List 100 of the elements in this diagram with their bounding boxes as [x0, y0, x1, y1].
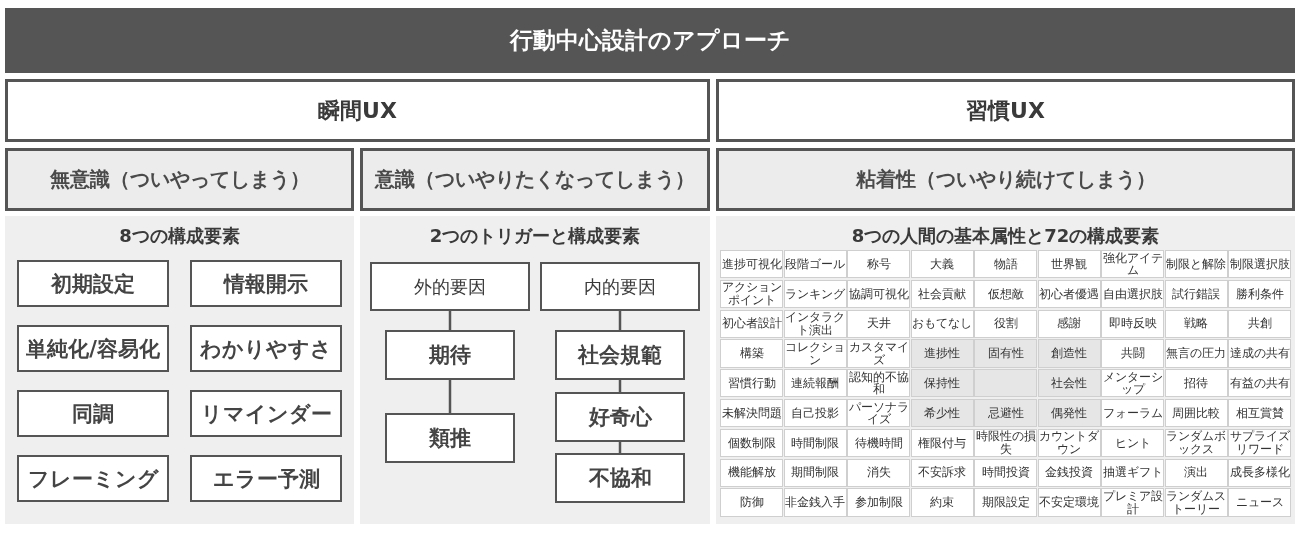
- element-cell: 非金銭入手: [783, 488, 847, 517]
- element-cell: メンターシップ: [1101, 369, 1164, 398]
- element-cell: 初心者優遇: [1037, 279, 1101, 309]
- element-cell: ニュース: [1228, 488, 1291, 517]
- element-cell: 約束: [910, 488, 974, 517]
- panel-heading: 8つの人間の基本属性と72の構成要素: [851, 225, 1160, 247]
- element-cell: 世界観: [1037, 250, 1101, 279]
- connector-line: [448, 311, 452, 330]
- element-cell: 進捗可視化: [720, 250, 783, 279]
- element-cell: 演出: [1164, 458, 1228, 487]
- element-cell: 共闘: [1101, 339, 1164, 368]
- element-box: 単純化/容易化: [17, 325, 169, 372]
- element-cell: 天井: [847, 309, 910, 338]
- element-cell: サプライズリワード: [1228, 428, 1291, 458]
- element-cell: カウントダウン: [1037, 428, 1101, 458]
- panel-heading: 8つの構成要素: [119, 225, 240, 247]
- element-cell: インタラクト演出: [783, 309, 847, 338]
- attribute-cell: 固有性: [974, 339, 1037, 368]
- element-cell: ランキング: [783, 279, 847, 309]
- element-cell: 戦略: [1164, 309, 1228, 338]
- factor-box: 内的要因: [540, 262, 700, 311]
- element-box: 社会規範: [555, 330, 685, 380]
- element-cell: フォーラム: [1101, 399, 1164, 428]
- element-cell: 自由選択肢: [1101, 279, 1164, 309]
- panel: [360, 216, 710, 524]
- element-cell: 不安訴求: [910, 458, 974, 487]
- element-cell: アクションポイント: [720, 279, 783, 309]
- element-cell: 成長多様化: [1228, 458, 1291, 487]
- element-cell: 協調可視化: [847, 279, 910, 309]
- attribute-cell: 偶発性: [1037, 399, 1101, 428]
- element-cell: 認知的不協和: [847, 369, 910, 398]
- attribute-cell: 社会性: [1037, 369, 1101, 398]
- attribute-cell: 希少性: [910, 399, 974, 428]
- panel: [716, 216, 1295, 524]
- element-cell: 段階ゴール: [783, 250, 847, 279]
- element-box: わかりやすさ: [190, 325, 342, 372]
- element-cell: 大義: [910, 250, 974, 279]
- element-cell: 待機時間: [847, 428, 910, 458]
- panel: [5, 216, 354, 524]
- element-cell: 初心者設計: [720, 309, 783, 338]
- element-cell: 仮想敵: [974, 279, 1037, 309]
- element-cell: 機能解放: [720, 458, 783, 487]
- element-box: 情報開示: [190, 260, 342, 307]
- element-box: リマインダー: [190, 390, 342, 437]
- element-cell: 勝利条件: [1228, 279, 1291, 309]
- element-cell: 称号: [847, 250, 910, 279]
- connector-line: [618, 311, 622, 330]
- element-cell: 周囲比較: [1164, 399, 1228, 428]
- element-cell: 個数制限: [720, 428, 783, 458]
- element-cell: 消失: [847, 458, 910, 487]
- element-cell: 不安定環境: [1037, 488, 1101, 517]
- element-box: 好奇心: [555, 392, 685, 442]
- element-cell: 権限付与: [910, 428, 974, 458]
- element-cell: 共創: [1228, 309, 1291, 338]
- element-cell: 構築: [720, 339, 783, 368]
- title-bar: 行動中心設計のアプローチ: [5, 8, 1295, 73]
- subcategory-box: 粘着性（ついやり続けてしまう）: [716, 148, 1295, 211]
- element-cell: 無言の圧力: [1164, 339, 1228, 368]
- element-cell: 自己投影: [783, 399, 847, 428]
- connector-line: [448, 380, 452, 413]
- element-cell: 期間制限: [783, 458, 847, 487]
- element-cell: 相互賞賛: [1228, 399, 1291, 428]
- element-cell: 未解決問題: [720, 399, 783, 428]
- element-cell: 期限設定: [974, 488, 1037, 517]
- element-cell: コレクション: [783, 339, 847, 368]
- element-cell: ランダムボックス: [1164, 428, 1228, 458]
- element-cell: 抽選ギフト: [1101, 458, 1164, 487]
- element-cell: 招待: [1164, 369, 1228, 398]
- subcategory-box: 意識（ついやりたくなってしまう）: [360, 148, 710, 211]
- element-cell: ランダムストーリー: [1164, 488, 1228, 517]
- element-box: 同調: [17, 390, 169, 437]
- element-cell: 防御: [720, 488, 783, 517]
- element-cell: 時限性の損失: [974, 428, 1037, 458]
- factor-box: 外的要因: [370, 262, 530, 311]
- element-cell: 物語: [974, 250, 1037, 279]
- panel-heading: 2つのトリガーと構成要素: [429, 225, 641, 247]
- attribute-cell: 創造性: [1037, 339, 1101, 368]
- element-cell: 試行錯誤: [1164, 279, 1228, 309]
- subcategory-box: 無意識（ついやってしまう）: [5, 148, 354, 211]
- element-box: 初期設定: [17, 260, 169, 307]
- element-cell: おもてなし: [910, 309, 974, 338]
- attribute-cell: 保持性: [910, 369, 974, 398]
- element-cell: 即時反映: [1101, 309, 1164, 338]
- element-cell: カスタマイズ: [847, 339, 910, 368]
- element-cell: 参加制限: [847, 488, 910, 517]
- element-cell: 強化アイテム: [1101, 250, 1164, 279]
- element-cell: 達成の共有: [1228, 339, 1291, 368]
- element-cell: パーソナライズ: [847, 399, 910, 428]
- category-box: 習慣UX: [716, 79, 1295, 142]
- element-box: エラー予測: [190, 455, 342, 502]
- element-cell: 時間制限: [783, 428, 847, 458]
- element-cell: 社会貢献: [910, 279, 974, 309]
- attribute-cell: 進捗性: [910, 339, 974, 368]
- attribute-cell: 忌避性: [974, 399, 1037, 428]
- element-cell: 連続報酬: [783, 369, 847, 398]
- element-cell: 習慣行動: [720, 369, 783, 398]
- element-cell: ヒント: [1101, 428, 1164, 458]
- element-cell: プレミア設計: [1101, 488, 1164, 517]
- element-cell: 感謝: [1037, 309, 1101, 338]
- element-cell: 有益の共有: [1228, 369, 1291, 398]
